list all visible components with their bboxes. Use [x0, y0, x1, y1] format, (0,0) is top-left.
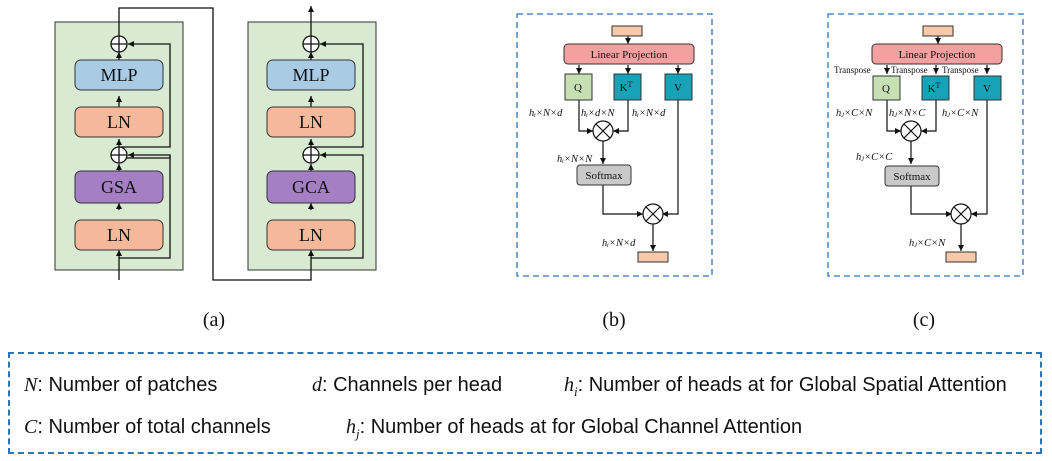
- panel-c-frame: [827, 13, 1024, 277]
- legend-d-symbol: d: [312, 374, 322, 396]
- gsa-label: GSA: [101, 177, 137, 197]
- panel-a-caption: (a): [203, 309, 225, 331]
- legend-c-symbol: C: [24, 416, 38, 438]
- linear-projection-box: [563, 43, 695, 65]
- dim-attn-label: hⱼ×C×C: [856, 152, 893, 163]
- dim-k-label: hⱼ×N×C: [889, 108, 926, 119]
- ln-label-left-2: LN: [107, 112, 131, 132]
- mlp-box-right: [266, 59, 356, 91]
- v-label: V: [674, 82, 682, 94]
- transpose-label-v: Transpose: [942, 65, 979, 75]
- legend-hj-text: : Number of heads at for Global Channel …: [359, 416, 803, 438]
- linear-projection-label: Linear Projection: [591, 49, 668, 61]
- panel-b-frame: [516, 13, 713, 277]
- dim-out-label: hⱼ×C×N: [909, 238, 946, 249]
- legend-hi-text: : Number of heads at for Global Spatial …: [577, 374, 1007, 396]
- panel-b: Linear Projection Q KT V hᵢ×N×d hᵢ×d×N h…: [516, 13, 713, 331]
- legend-hi-subscript: i: [574, 384, 578, 399]
- legend-hi: hi: Number of heads at for Global Spatia…: [564, 374, 1007, 400]
- linear-projection-box: [871, 43, 1003, 65]
- legend-n-symbol: N: [24, 374, 38, 396]
- ln-box-left-1: [74, 219, 164, 251]
- transpose-label-k: Transpose: [891, 65, 928, 75]
- mlp-label-left: MLP: [100, 65, 137, 85]
- v-box: [664, 73, 693, 101]
- ln-label-right-2: LN: [299, 112, 323, 132]
- panel-c: Linear Projection Transpose Transpose Tr…: [827, 13, 1024, 331]
- output-token-box: [945, 251, 977, 263]
- v-label: V: [983, 83, 991, 95]
- dim-q-label: hᵢ×N×d: [529, 108, 563, 119]
- ln-label-right-1: LN: [299, 225, 323, 245]
- q-box: [564, 73, 593, 101]
- k-transpose-sup: T: [936, 81, 941, 90]
- input-token-box: [922, 25, 954, 37]
- input-token-box: [611, 25, 643, 37]
- dim-attn-label: hᵢ×N×N: [557, 154, 593, 165]
- legend-n: N: Number of patches: [24, 374, 217, 397]
- gsa-box: [74, 170, 164, 204]
- softmax-box: [884, 165, 940, 187]
- softmax-box: [576, 164, 632, 186]
- k-box: [613, 73, 642, 101]
- mlp-box-left: [74, 59, 164, 91]
- ln-box-right-2: [266, 106, 356, 138]
- softmax-label: Softmax: [893, 171, 931, 183]
- legend-d-text: : Channels per head: [322, 374, 503, 396]
- ln-box-right-1: [266, 219, 356, 251]
- panel-c-caption: (c): [913, 309, 935, 331]
- k-label: KT: [620, 80, 633, 94]
- dim-k-label: hᵢ×d×N: [581, 108, 615, 119]
- q-label: Q: [574, 82, 582, 94]
- q-box: [872, 75, 901, 101]
- k-label: KT: [928, 81, 941, 95]
- legend-box: N: Number of patches d: Channels per hea…: [8, 352, 1042, 454]
- k-transpose-sup: T: [628, 80, 633, 89]
- k-letter: K: [928, 83, 936, 95]
- legend-hj-subscript: j: [356, 426, 360, 441]
- k-box: [921, 75, 950, 101]
- v-box: [973, 75, 1002, 101]
- legend-c-text: : Number of total channels: [37, 416, 271, 438]
- gca-label: GCA: [292, 177, 330, 197]
- softmax-label: Softmax: [585, 170, 623, 182]
- q-label: Q: [882, 83, 890, 95]
- legend-hj-symbol: h: [346, 416, 356, 438]
- legend-n-text: : Number of patches: [37, 374, 218, 396]
- gca-box: [266, 170, 356, 204]
- dim-out-label: hᵢ×N×d: [602, 238, 636, 249]
- legend-hj: hj: Number of heads at for Global Channe…: [346, 416, 802, 442]
- ln-label-left-1: LN: [107, 225, 131, 245]
- mlp-label-right: MLP: [292, 65, 329, 85]
- legend-d: d: Channels per head: [312, 374, 502, 397]
- panel-a: MLP LN GSA LN MLP LN GCA LN (a): [54, 6, 377, 331]
- linear-projection-label: Linear Projection: [899, 49, 976, 61]
- transpose-label-q: Transpose: [834, 65, 871, 75]
- k-letter: K: [620, 82, 628, 94]
- legend-c: C: Number of total channels: [24, 416, 271, 439]
- ln-box-left-2: [74, 106, 164, 138]
- dim-v-label: hᵢ×N×d: [632, 108, 666, 119]
- dim-v-label: hⱼ×C×N: [942, 108, 979, 119]
- output-token-box: [637, 251, 669, 263]
- panel-b-caption: (b): [602, 309, 625, 331]
- legend-hi-symbol: h: [564, 374, 574, 396]
- dim-q-label: hⱼ×C×N: [836, 108, 873, 119]
